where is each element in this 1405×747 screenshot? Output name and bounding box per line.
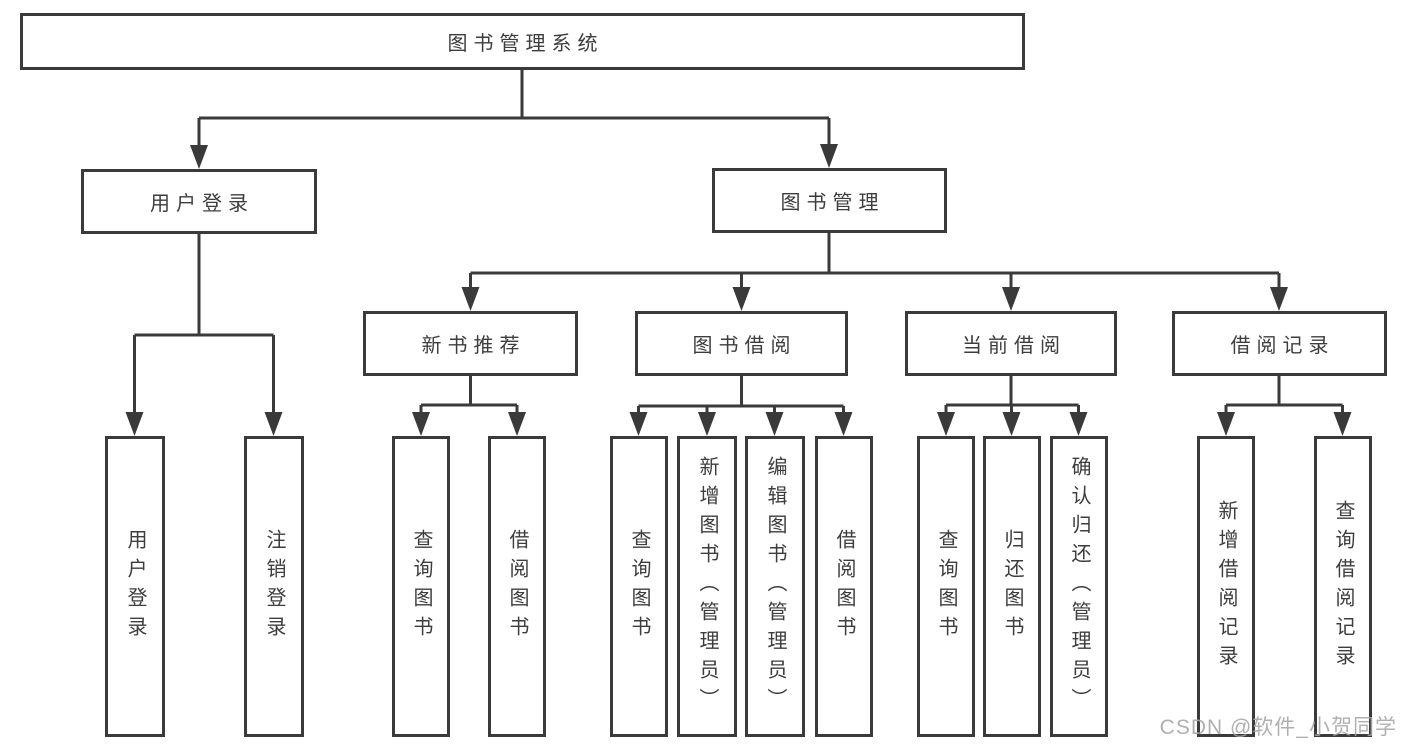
node-label: 图书管理系统 [447, 33, 604, 55]
node-new-book-recommendation: 新书推荐 [363, 311, 578, 376]
arrowhead-down-icon [698, 412, 716, 436]
leaf-query-borrow-record: 查询借阅记录 [1314, 436, 1372, 737]
arrowhead-down-icon [1270, 287, 1288, 311]
arrowhead-down-icon [1217, 412, 1235, 436]
leaf-label: 用户登录 [124, 528, 146, 645]
leaf-label: 查询图书 [935, 528, 957, 645]
leaf-label: 注销登录 [263, 528, 285, 645]
connector-root-to-level2 [197, 70, 831, 150]
arrowhead-down-icon [190, 145, 208, 169]
arrowhead-down-icon [125, 412, 144, 436]
arrowhead-down-icon [1069, 412, 1088, 436]
node-current-borrowing: 当前借阅 [905, 311, 1117, 376]
connector-currentborrow-to-leaves [944, 376, 1080, 415]
csdn-watermark: CSDN @软件_小贺同学 [1159, 716, 1397, 739]
node-book-borrowing: 图书借阅 [635, 311, 848, 376]
node-label: 图书借阅 [692, 335, 797, 357]
arrowhead-down-icon [1002, 287, 1020, 311]
node-label: 借阅记录 [1230, 335, 1335, 357]
leaf-label: 查询图书 [628, 528, 650, 645]
leaf-label: 借阅图书 [833, 528, 855, 645]
leaf-edit-book-admin: 编辑图书（管理员） [745, 436, 805, 737]
node-user-login: 用户登录 [81, 169, 317, 234]
node-borrowing-records: 借阅记录 [1172, 311, 1387, 376]
leaf-borrow-books-recommend: 借阅图书 [488, 436, 546, 737]
connector-bookmgmt-to-level3 [469, 233, 1281, 292]
node-label: 新书推荐 [421, 335, 526, 357]
node-book-management: 图书管理 [712, 168, 947, 233]
leaf-label: 新增图书（管理员） [696, 456, 718, 717]
leaf-label: 借阅图书 [506, 528, 528, 645]
arrowhead-down-icon [765, 412, 784, 436]
arrowhead-down-icon [412, 412, 430, 436]
arrowhead-down-icon [629, 412, 648, 436]
leaf-logout: 注销登录 [244, 436, 304, 737]
connector-bookborrow-to-leaves [637, 376, 845, 415]
arrowhead-down-icon [264, 412, 283, 436]
node-label: 图书管理 [780, 192, 885, 214]
leaf-query-books-current: 查询图书 [917, 436, 975, 737]
leaf-return-books: 归还图书 [983, 436, 1041, 737]
leaf-query-books-recommend: 查询图书 [392, 436, 450, 737]
leaf-query-books-borrow: 查询图书 [610, 436, 668, 737]
arrowhead-down-icon [1002, 412, 1021, 436]
leaf-label: 新增借阅记录 [1215, 499, 1237, 674]
arrowhead-down-icon [461, 287, 480, 311]
arrowheads [125, 144, 1352, 436]
connector-newbook-to-leaves [419, 376, 519, 415]
arrowhead-down-icon [1333, 412, 1352, 436]
arrowhead-down-icon [732, 287, 751, 311]
connector-userlogin-to-leaves [133, 234, 275, 415]
leaf-label: 归还图书 [1001, 528, 1023, 645]
leaf-label: 编辑图书（管理员） [764, 456, 786, 717]
node-label: 用户登录 [150, 193, 254, 215]
arrowhead-down-icon [508, 412, 526, 436]
leaf-confirm-return-admin: 确认归还（管理员） [1050, 436, 1108, 737]
node-label: 当前借阅 [962, 335, 1066, 357]
leaf-label: 查询图书 [410, 528, 432, 645]
leaf-borrow-books: 借阅图书 [815, 436, 873, 737]
leaf-user-login: 用户登录 [105, 436, 165, 737]
leaf-add-book-admin: 新增图书（管理员） [677, 436, 737, 737]
leaf-label: 查询借阅记录 [1332, 499, 1354, 674]
leaf-label: 确认归还（管理员） [1068, 456, 1090, 717]
node-library-management-system: 图书管理系统 [20, 13, 1025, 70]
arrowhead-down-icon [937, 412, 955, 436]
arrowhead-down-icon [834, 412, 853, 436]
arrowhead-down-icon [820, 144, 838, 168]
connector-borrowrecords-to-leaves [1224, 376, 1344, 415]
leaf-add-borrow-record: 新增借阅记录 [1197, 436, 1255, 737]
